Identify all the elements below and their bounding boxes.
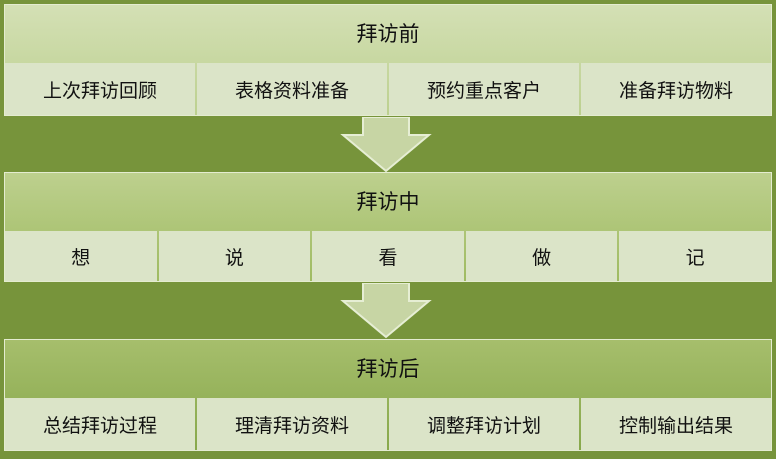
stage-title: 拜访后 [356,357,420,381]
stage-steps: 上次拜访回顾 表格资料准备 预约重点客户 准备拜访物料 [5,63,771,115]
stage-during: 拜访中 想 说 看 做 记 [4,172,772,282]
step-item: 记 [619,231,771,281]
down-arrow-icon [340,117,432,173]
stage-title: 拜访中 [356,190,420,214]
step-item: 控制输出结果 [581,398,771,450]
step-item: 准备拜访物料 [581,63,771,115]
step-item: 表格资料准备 [197,63,387,115]
step-item: 想 [5,231,157,281]
down-arrow-icon [340,283,432,339]
stage-steps: 总结拜访过程 理清拜访资料 调整拜访计划 控制输出结果 [5,398,771,450]
step-item: 总结拜访过程 [5,398,195,450]
step-item: 看 [312,231,464,281]
stage-after: 拜访后 总结拜访过程 理清拜访资料 调整拜访计划 控制输出结果 [4,339,772,451]
step-item: 说 [158,231,311,281]
stage-title: 拜访前 [356,22,420,46]
step-item: 上次拜访回顾 [5,63,195,115]
step-item: 理清拜访资料 [197,398,387,450]
step-item: 做 [465,231,618,281]
stage-steps: 想 说 看 做 记 [5,231,771,281]
step-item: 预约重点客户 [389,63,579,115]
step-item: 调整拜访计划 [389,398,579,450]
stage-before: 拜访前 上次拜访回顾 表格资料准备 预约重点客户 准备拜访物料 [4,4,772,116]
